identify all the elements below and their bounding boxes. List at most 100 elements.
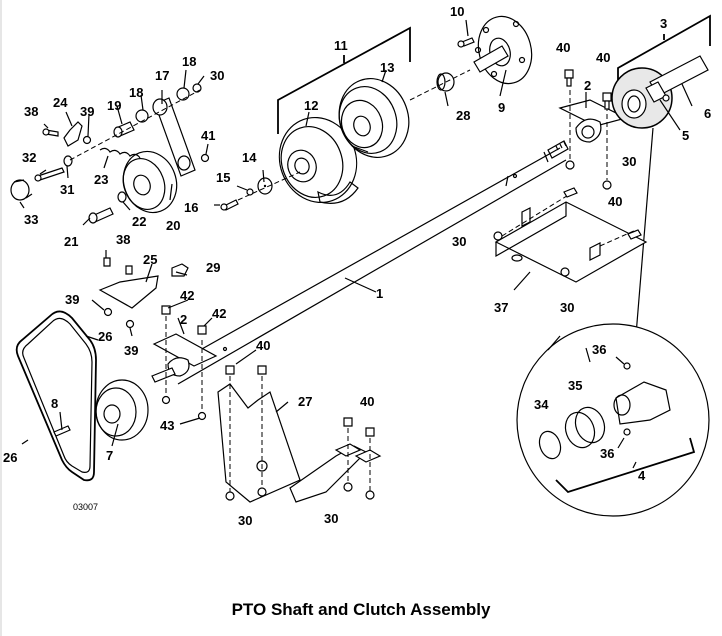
nut-30-shield-b[interactable] [560,267,570,277]
callout-30-shield-bottom: 30 [560,300,574,315]
driveshaft-detail[interactable] [611,55,709,129]
callout-40-bearing-left: 40 [556,40,570,55]
bushing-18-a[interactable] [135,109,149,123]
nuts-30-bracket[interactable] [225,482,375,501]
bumper-29[interactable] [171,263,189,277]
callout-40-shield: 40 [608,194,622,209]
callout-9: 9 [498,100,505,115]
callout-25: 25 [143,252,157,267]
yoke-kit-detail[interactable] [516,323,710,517]
belt[interactable] [15,310,97,482]
callout-43: 43 [160,418,174,433]
spring-23[interactable] [99,147,141,159]
callout-30-idler: 30 [210,68,224,83]
bolt-38-bracket-a[interactable] [103,257,111,267]
bolt-10[interactable] [457,37,475,48]
washer-14[interactable] [257,177,273,195]
bolt-42-b[interactable] [197,325,207,335]
callout-35: 35 [568,378,582,393]
callout-42-right: 42 [212,306,226,321]
callout-26-upper: 26 [98,329,112,344]
figure-caption: PTO Shaft and Clutch Assembly [231,600,491,619]
nut-41[interactable] [200,153,210,163]
callout-39-idler: 39 [80,104,94,119]
pulley[interactable] [95,379,149,441]
callout-26-lower: 26 [3,450,17,465]
nut-43-a[interactable] [161,395,171,405]
bushing-18-b[interactable] [176,87,190,101]
bolts-40-bracket[interactable] [225,365,375,437]
clutch-assembly-bracket [277,26,411,134]
callout-10: 10 [450,4,464,19]
callout-36-upper: 36 [592,342,606,357]
callout-38-idler: 38 [24,104,38,119]
nut-39-bracket-a[interactable] [103,307,113,317]
callout-39-bracket-left: 39 [65,292,79,307]
bolt-40-upper-left[interactable] [564,69,574,87]
bushing-28[interactable] [436,72,455,92]
callout-4: 4 [638,468,646,483]
callout-13: 13 [380,60,394,75]
bolt-38-idler[interactable] [42,128,59,137]
callout-42-left: 42 [180,288,194,303]
nut-bearing-left[interactable] [565,160,575,170]
callout-11: 11 [334,38,348,53]
pto-shaft[interactable] [167,140,569,385]
callout-labels: 1 2 2 3 4 5 6 7 8 9 10 11 12 13 14 15 16… [3,4,711,528]
leader-lines [19,19,693,449]
callout-30-bearing: 30 [622,154,636,169]
clutch-armature[interactable] [268,107,369,214]
bolt-40-shield-b[interactable] [627,229,642,240]
washer-31[interactable] [63,155,73,167]
callout-30-bracket-left: 30 [238,513,252,528]
callout-40-bracket-right: 40 [360,394,374,409]
idler-arm[interactable] [152,97,196,177]
nut-39-bracket-b[interactable] [125,319,135,329]
callout-12: 12 [304,98,318,113]
bolt-32[interactable] [34,167,65,182]
spacer-33[interactable] [10,179,33,201]
callout-5: 5 [682,128,689,143]
bracket-25[interactable] [98,275,159,309]
callout-21: 21 [64,234,78,249]
support-bracket[interactable] [217,383,382,503]
nut-39-idler[interactable] [82,135,92,145]
callout-37: 37 [494,300,508,315]
spacer-19[interactable] [113,121,135,138]
callout-40-bearing-right: 40 [596,50,610,65]
callout-3: 3 [660,16,667,31]
bearing-lower[interactable] [151,333,218,383]
shoulder-bolt-21[interactable] [88,207,114,224]
flange-hub[interactable] [471,10,539,89]
callout-27: 27 [298,394,312,409]
callout-30-bracket-right: 30 [324,511,338,526]
callout-18-right: 18 [182,54,196,69]
spring-bracket-24[interactable] [63,121,83,147]
callout-8: 8 [51,396,58,411]
nut-30-shield-a[interactable] [493,231,503,241]
callout-23: 23 [94,172,108,187]
nut-43-b[interactable] [197,411,207,421]
bolt-40-shield-a[interactable] [563,187,578,198]
lock-washer-15[interactable] [246,188,254,196]
nut-30-idler[interactable] [192,83,202,93]
callout-6: 6 [704,106,711,121]
callout-24: 24 [53,95,68,110]
nut-30-bearing[interactable] [602,180,612,190]
callout-39-bracket-bottom: 39 [124,343,138,358]
key-8[interactable] [53,425,71,437]
washer-22[interactable] [117,191,127,203]
callout-2-lower: 2 [180,312,187,327]
bolt-38-bracket-b[interactable] [125,265,133,275]
callout-14: 14 [242,150,257,165]
drawing-code: 03007 [73,502,98,512]
callout-33: 33 [24,212,38,227]
bolt-16[interactable] [220,199,239,211]
shield[interactable] [494,201,648,283]
driveshaft-bracket [617,14,711,82]
callout-30-shield-left: 30 [452,234,466,249]
bolt-40-upper-right[interactable] [602,92,612,110]
clutch-pulley[interactable] [328,69,419,167]
idler-pulley[interactable] [115,144,185,220]
